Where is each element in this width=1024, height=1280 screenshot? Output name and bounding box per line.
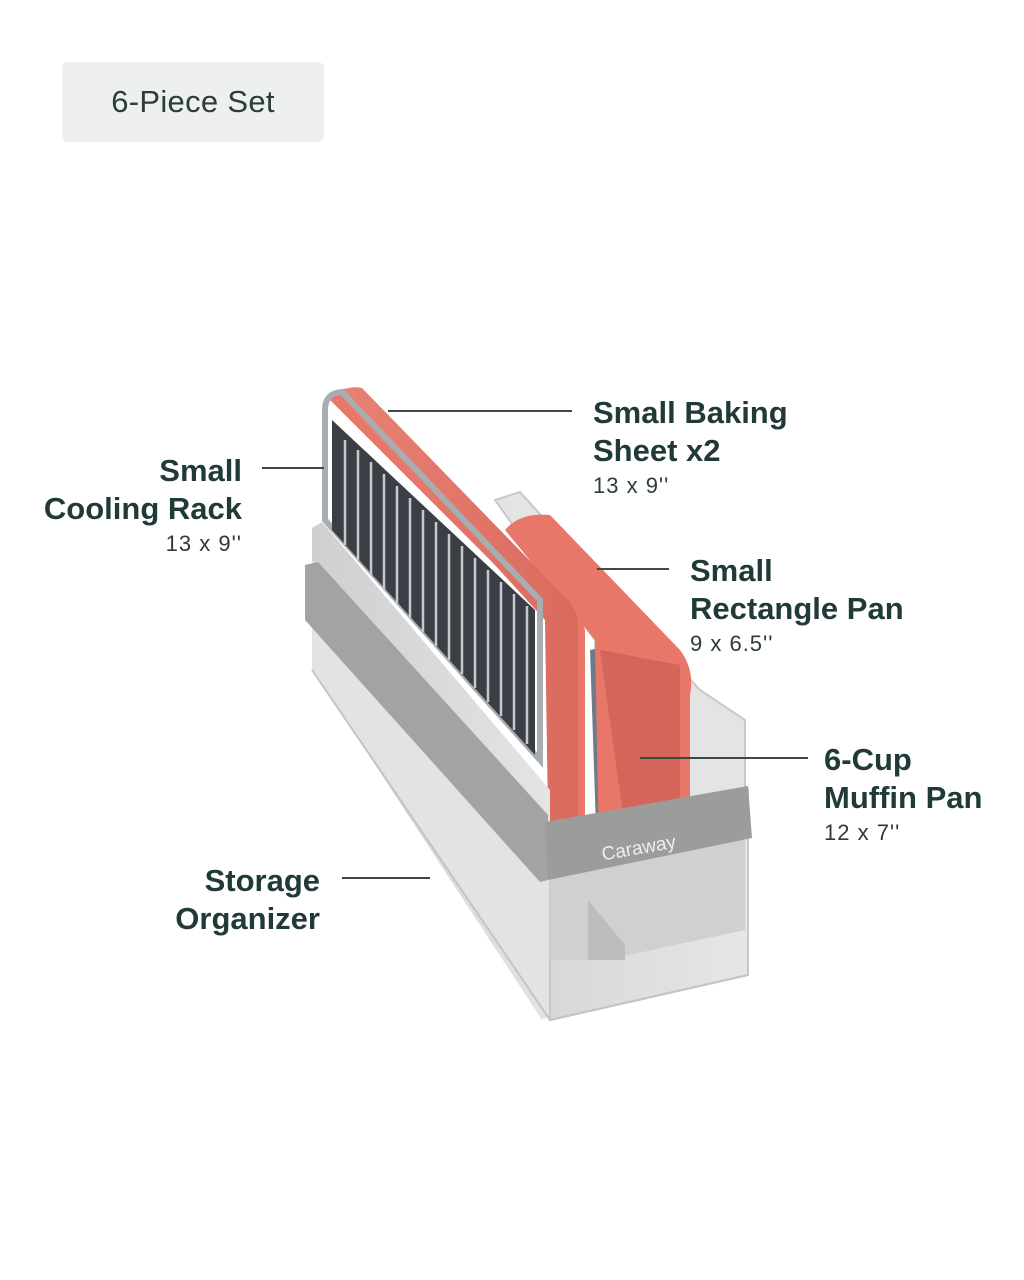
cooling-rack-size: 13 x 9'': [165, 531, 242, 556]
muffin-pan-callout: 6-Cup Muffin Pan 12 x 7'': [824, 741, 982, 849]
rectangle-pan-leader: [597, 568, 669, 570]
cooling-rack-leader: [262, 467, 324, 469]
organizer-name-line2: Organizer: [175, 901, 320, 936]
baking-sheet-name-line2: Sheet x2: [593, 433, 721, 468]
muffin-pan-name-line1: 6-Cup: [824, 742, 912, 777]
rectangle-pan-name-line1: Small: [690, 553, 773, 588]
baking-sheet-callout: Small Baking Sheet x2 13 x 9'': [593, 394, 788, 502]
baking-sheet-leader: [388, 410, 572, 412]
muffin-pan-leader: [640, 757, 808, 759]
set-size-badge: 6-Piece Set: [62, 62, 324, 142]
storage-organizer: Caraway: [305, 522, 752, 1022]
muffin-pan-name-line2: Muffin Pan: [824, 780, 983, 815]
muffin-pan-size: 12 x 7'': [824, 820, 901, 845]
organizer-callout: Storage Organizer: [80, 862, 320, 938]
rectangle-pan-size: 9 x 6.5'': [690, 631, 774, 656]
cooling-rack-name-line2: Cooling Rack: [43, 491, 242, 526]
cooling-rack-name-line1: Small: [159, 453, 242, 488]
organizer-name-line1: Storage: [204, 863, 320, 898]
cooling-rack-callout: Small Cooling Rack 13 x 9'': [20, 452, 242, 560]
rectangle-pan-callout: Small Rectangle Pan 9 x 6.5'': [690, 552, 904, 660]
set-size-label: 6-Piece Set: [111, 84, 275, 119]
baking-sheet-name-line1: Small Baking: [593, 395, 788, 430]
rectangle-pan-name-line2: Rectangle Pan: [690, 591, 904, 626]
baking-sheet-size: 13 x 9'': [593, 473, 670, 498]
organizer-leader: [342, 877, 430, 879]
